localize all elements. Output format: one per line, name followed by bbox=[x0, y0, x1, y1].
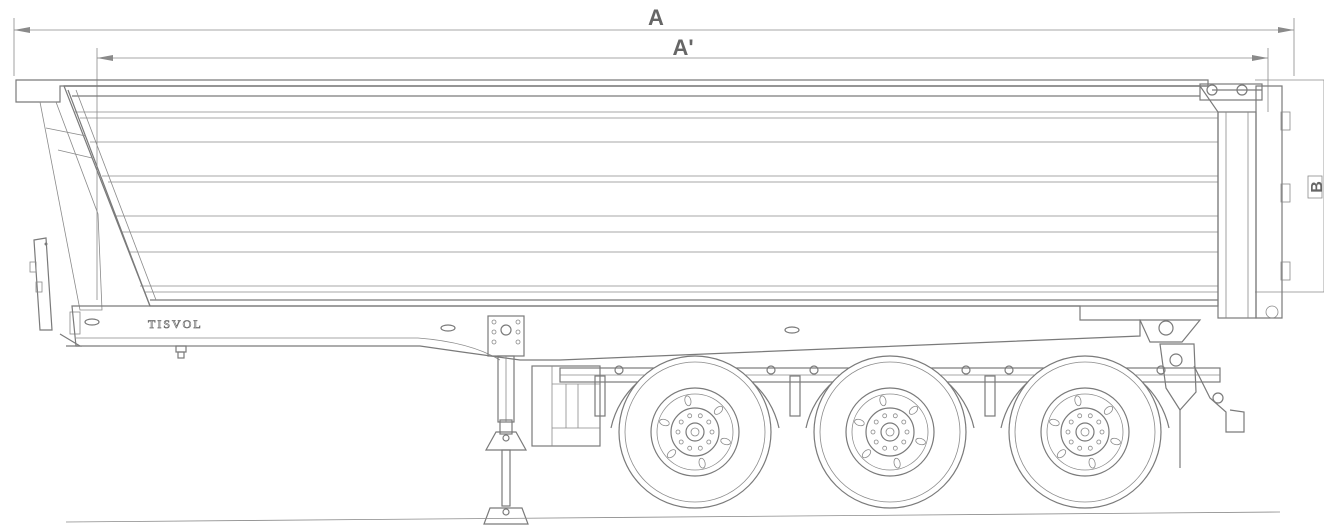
dimension-a-prime: A' bbox=[96, 35, 1269, 300]
dimension-b: B bbox=[1255, 79, 1324, 293]
ground-line bbox=[65, 511, 1281, 523]
wheel-3 bbox=[984, 355, 1170, 509]
rear-assembly bbox=[1139, 319, 1245, 468]
wheel-set bbox=[594, 355, 1170, 509]
landing-gear bbox=[483, 315, 529, 525]
tipper-body bbox=[15, 79, 1291, 319]
dimension-a: A bbox=[13, 5, 1295, 76]
brand-logo-text: TISVOL bbox=[148, 317, 203, 331]
dimension-a-prime-label: A' bbox=[672, 35, 693, 60]
wheel-1 bbox=[594, 355, 780, 509]
air-tank bbox=[531, 365, 601, 447]
dimension-b-label: B bbox=[1309, 181, 1324, 193]
dimension-a-label: A bbox=[648, 5, 664, 30]
front-plate bbox=[29, 237, 83, 347]
wheel-2 bbox=[789, 355, 975, 509]
